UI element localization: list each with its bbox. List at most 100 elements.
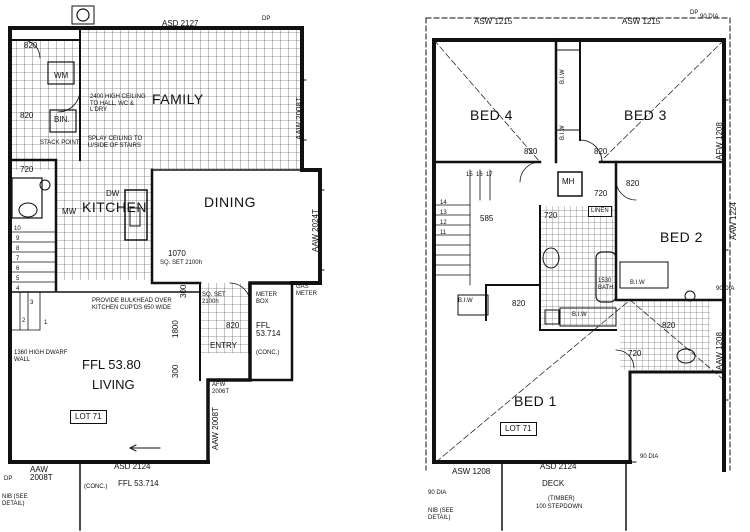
stair-number: 5 [16, 276, 20, 282]
aaw-entry-label: AAW 2008T [211, 407, 220, 450]
dim-820-bed1: 820 [512, 299, 526, 308]
stair-number: 16 [476, 172, 483, 178]
upper-bed1-wall [628, 370, 726, 464]
dim-820-bed4: 820 [524, 147, 538, 156]
stair-number: 7 [16, 256, 20, 262]
dim-300b: 300 [179, 284, 188, 298]
entry-tiles [200, 283, 250, 353]
deck-timber-label: (TIMBER) [548, 496, 575, 502]
upper-window-marks [723, 99, 729, 401]
microwave-label: MW [62, 207, 77, 216]
door-swing-bed2 [615, 179, 637, 201]
dia-bottom-label: 90 DIA [640, 454, 659, 460]
dim-820-ensuite: 820 [662, 321, 676, 330]
stair-number: 11 [440, 230, 447, 236]
laundry-tiles [12, 40, 80, 170]
ground-floor-plan [8, 5, 325, 531]
stair-number: 8 [16, 246, 20, 252]
stair-number: 2 [22, 318, 26, 324]
bed1-robe-wall [485, 284, 541, 321]
dim-820-bed2: 820 [626, 179, 640, 188]
ground-nib-note: NIB (SEE DETAIL) [2, 494, 28, 507]
porch-ffl-label: FFL 53.714 [118, 479, 159, 488]
asw-right-label: ASW 1215 [622, 17, 661, 26]
bath-tub [595, 251, 617, 303]
door-swing-entry [229, 282, 251, 304]
stair-number: 12 [440, 220, 447, 226]
stair-number: 6 [16, 266, 20, 272]
aaw-top-right-label: AAW 2008T [295, 97, 304, 140]
ground-window-top-label: ASD 2127 [162, 19, 199, 28]
wc-box [11, 177, 43, 219]
ground-dp-top: DP [262, 16, 271, 22]
asw-bottom-label: ASW 1208 [452, 467, 491, 476]
bin-box [49, 109, 77, 133]
bed3-label: BED 3 [624, 107, 667, 123]
stair-number: 4 [16, 286, 20, 292]
aaw-bed2-label: AAW 1224 [729, 202, 738, 240]
ground-asd-bottom-label: ASD 2124 [114, 462, 151, 471]
stair-number: 13 [440, 210, 447, 216]
ensuite-wc [676, 348, 696, 364]
roof-outline [425, 17, 731, 471]
kitchen-label: KITCHEN [82, 199, 147, 215]
entry-ffl-label: FFL 53.714 [256, 321, 281, 338]
bed1-label: BED 1 [514, 393, 557, 409]
stair-number: 14 [440, 200, 447, 206]
upper-asd-bottom-label: ASD 2124 [540, 462, 577, 471]
bath-shower-box [544, 309, 560, 325]
dim-820-laundry: 820 [20, 111, 34, 120]
ground-dp-bottom: DP [4, 476, 13, 482]
upper-stairs [435, 169, 491, 286]
deck-posts [501, 461, 627, 531]
door-swing-bed4 [519, 161, 541, 183]
dim-720-linen: 720 [594, 189, 608, 198]
linen-label: LINEN [588, 206, 612, 217]
stair-number: 15 [466, 172, 473, 178]
dim-1800: 1800 [171, 320, 180, 338]
door-swing-ensuite [615, 349, 635, 369]
bed4-label: BED 4 [470, 107, 513, 123]
dim-820-bed3: 820 [594, 147, 608, 156]
family-tiles [80, 30, 302, 170]
dim-820-entry: 820 [226, 321, 240, 330]
roof-hips [433, 39, 725, 463]
aaw-dining-label: AAW 2024T [311, 209, 320, 252]
afw-bed3-label: AFW 1208 [715, 122, 724, 160]
washing-machine-box [47, 61, 75, 85]
exhaust-fan [76, 8, 90, 22]
door-swing-laundry [57, 89, 81, 113]
stair-number: 9 [16, 236, 20, 242]
bed2-robe-label: B.I.W [630, 280, 645, 286]
living-room-label: LIVING [92, 377, 135, 392]
ground-lot-label: LOT 71 [70, 410, 107, 424]
afw-label: AFW 2006T [212, 382, 230, 395]
bath-wall [539, 205, 617, 331]
dim-720-bath: 720 [544, 211, 558, 220]
ground-stairs [11, 231, 57, 331]
dim-300: 300 [171, 364, 180, 378]
deck-label: DECK [542, 479, 565, 488]
dining-room-label: DINING [204, 194, 256, 210]
bin-label: BIN. [54, 115, 70, 124]
bed4-robe-label: B.I.W [560, 125, 566, 140]
sq-set-note-2: SQ. SET 2100h [202, 292, 226, 305]
stair-number: 1 [44, 320, 48, 326]
dia-mid-label: 90 DIA [716, 286, 735, 292]
ceiling-note: 2400 HIGH CEILING TO HALL, WC & L'DRY [90, 94, 146, 114]
living-ffl-label: FFL 53.80 [82, 357, 141, 372]
upper-lot-label: LOT 71 [500, 422, 537, 436]
kitchen-sink [129, 207, 141, 227]
bed2-wall [614, 160, 726, 302]
bed1-robe-label: B.I.W [458, 298, 473, 304]
porch-wall [79, 461, 209, 531]
stair-wall [10, 158, 58, 292]
bed2-robe [619, 261, 669, 289]
dim-585: 585 [480, 214, 494, 223]
ensuite-basin [684, 290, 696, 302]
dim-720-ensuite: 720 [628, 349, 642, 358]
entry-label: ENTRY [210, 341, 237, 350]
dim-1070: 1070 [168, 249, 186, 258]
stair-number: 3 [30, 300, 34, 306]
